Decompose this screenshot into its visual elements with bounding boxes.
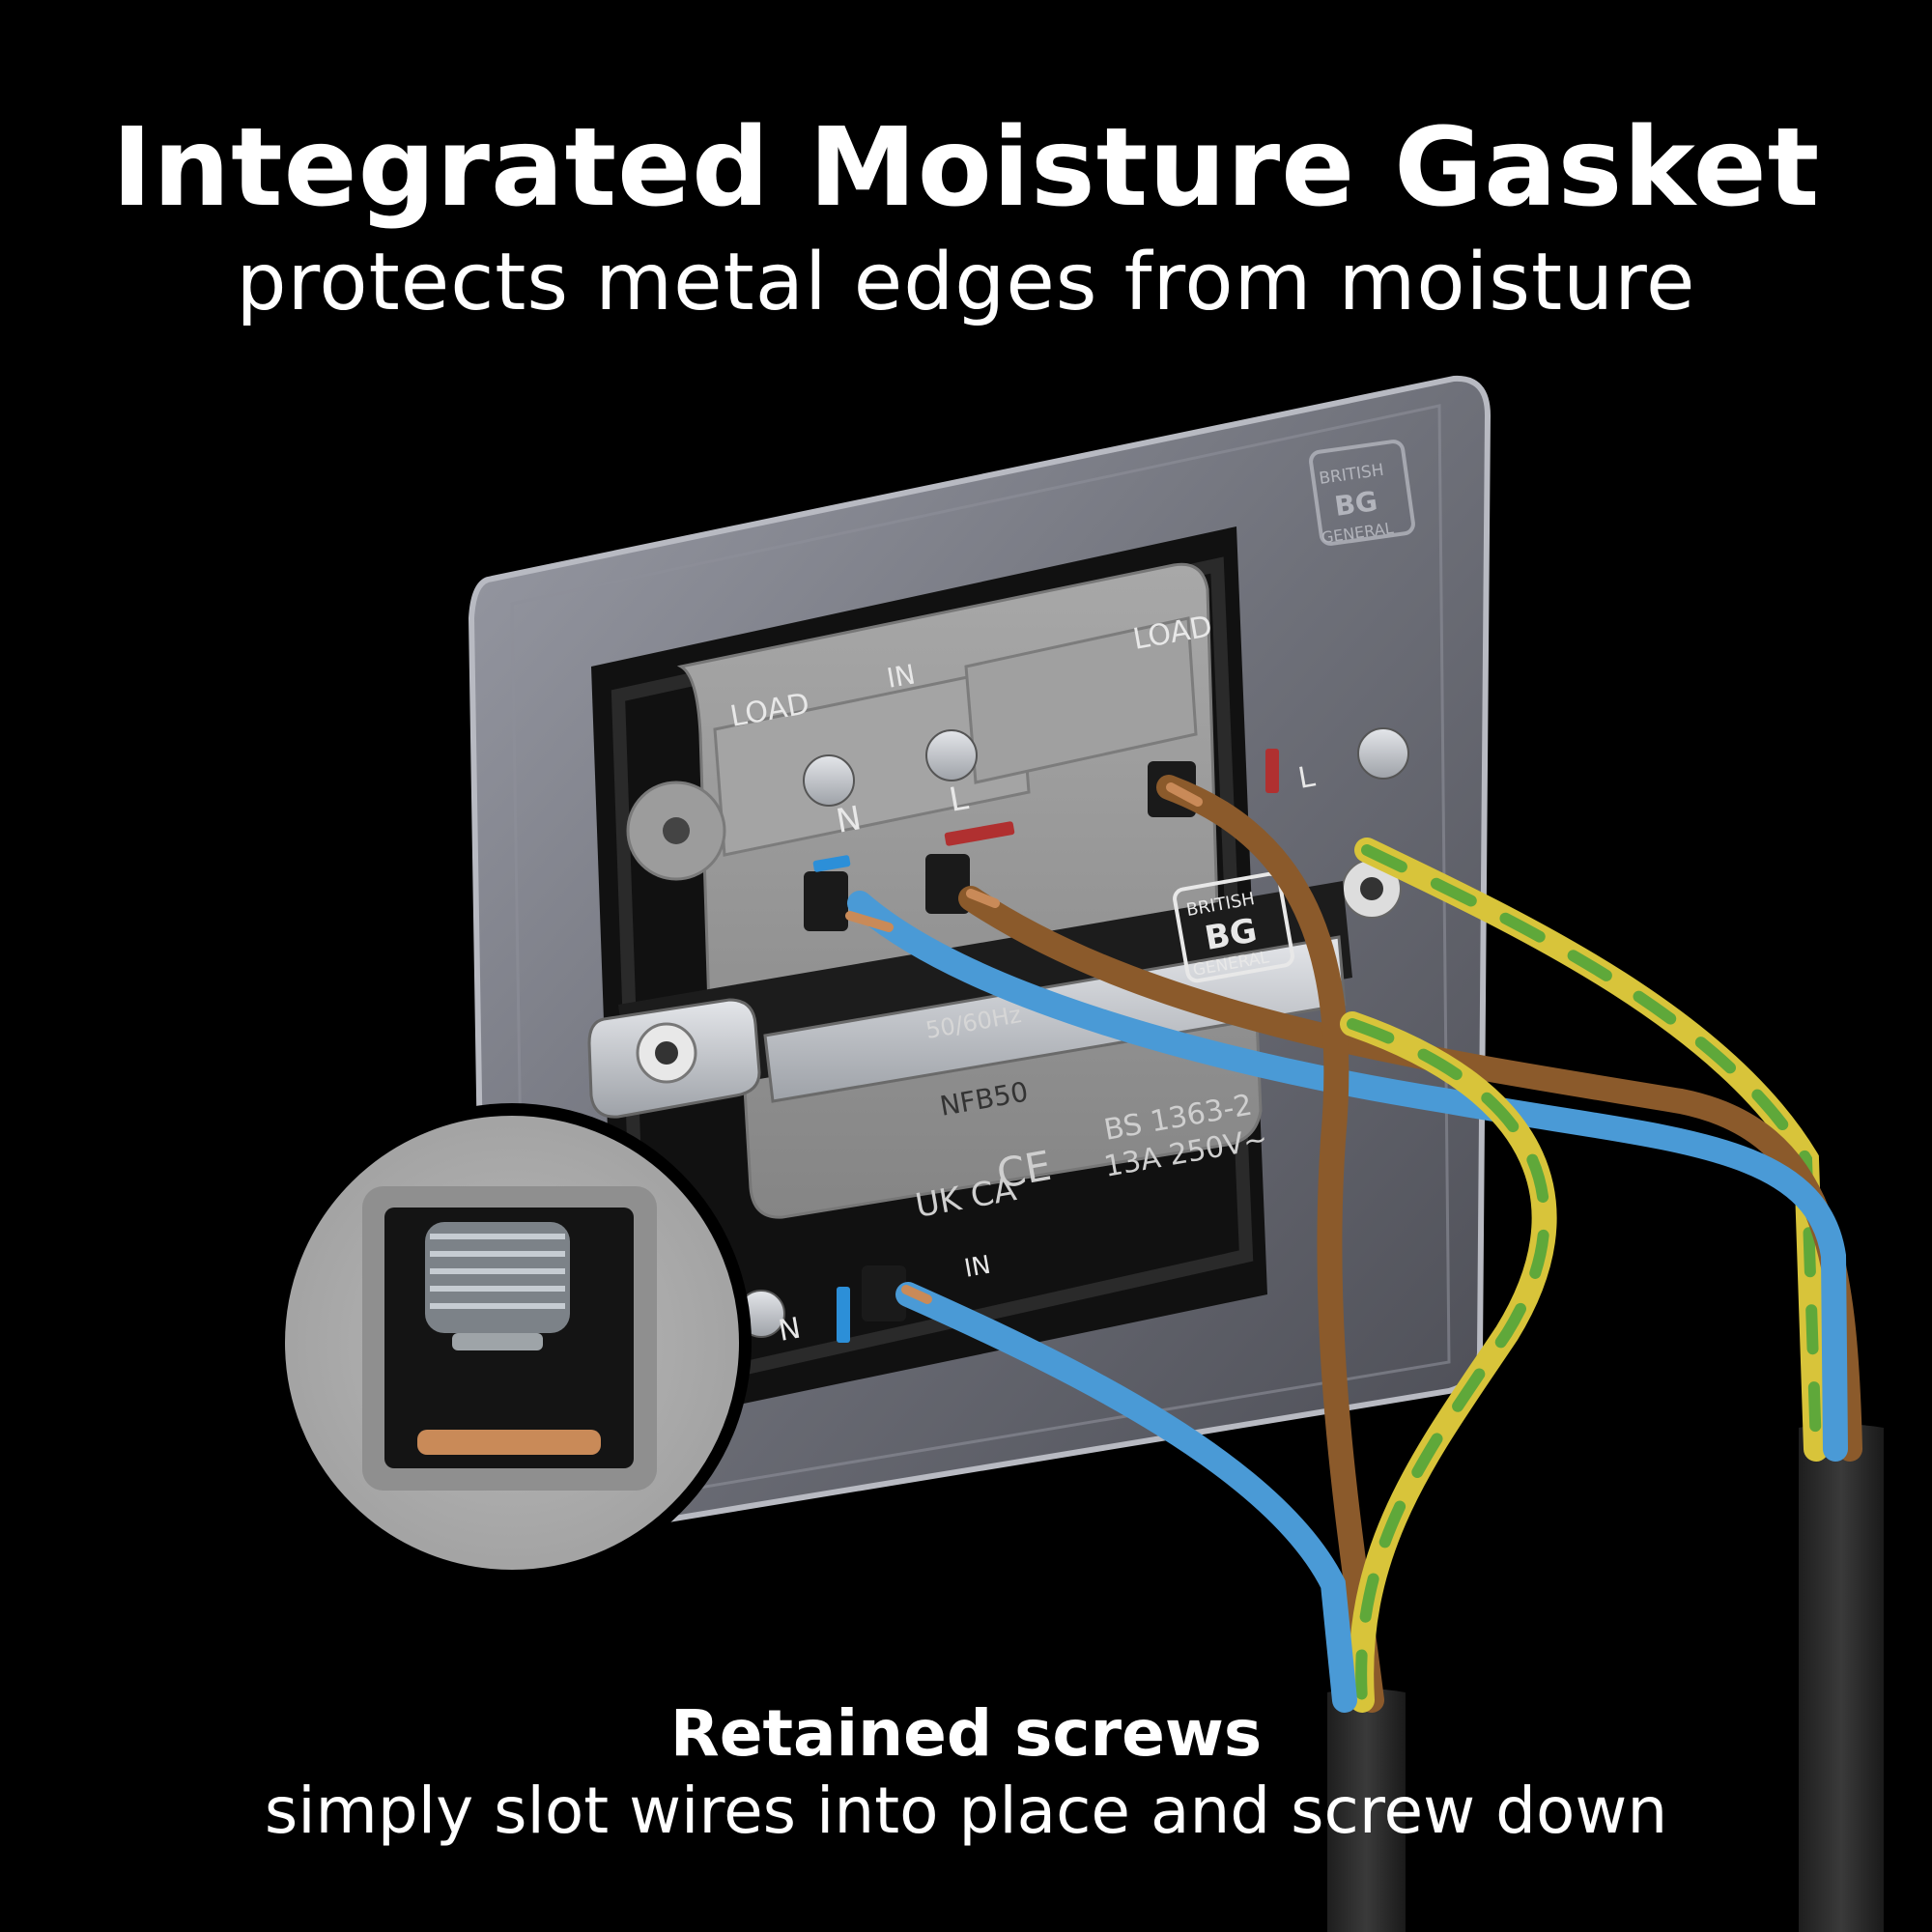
copper-conductor-tips (845, 782, 1203, 1304)
housing-brand-mark: BRITISH BG GENERAL (1173, 871, 1294, 983)
plate-brand-logo: BG (1332, 485, 1378, 523)
ce-mark: CE (993, 1142, 1055, 1198)
zoom-inset (272, 1103, 752, 1582)
feature-title: Retained screws (669, 1696, 1263, 1771)
cable-left-wires (895, 775, 1557, 1713)
page-title: Integrated Moisture Gasket (111, 105, 1821, 231)
terminal-l-right-label: L (1295, 759, 1318, 795)
cable-right-wires (847, 838, 1862, 1462)
housing-brand-logo: BG (1202, 911, 1260, 958)
page-subtitle: protects metal edges from moisture (236, 237, 1696, 328)
inset-screw-thread (425, 1222, 570, 1350)
terminal-in-bottom-label: IN (962, 1251, 993, 1284)
feature-description: simply slot wires into place and screw d… (264, 1774, 1668, 1848)
polarity-markers (812, 749, 1279, 1343)
wires (845, 775, 1862, 1713)
cable-sheaths (1327, 1424, 1884, 1932)
in-label-top: IN (884, 658, 917, 695)
